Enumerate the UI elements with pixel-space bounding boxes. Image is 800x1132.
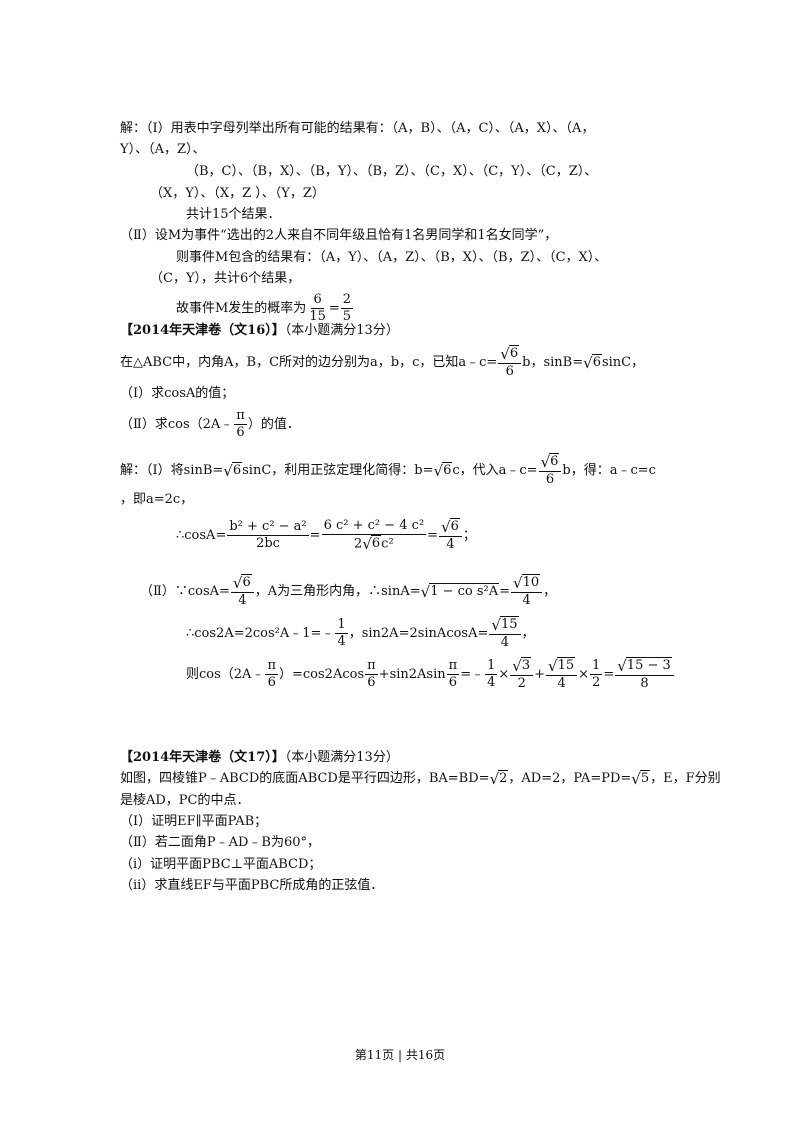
p17-question1: （Ⅰ）证明EF∥平面PAB； [120,814,268,829]
sol1-line7: 则事件M包含的结果有：（A，Y）、（A，Z）、（B，X）、（B，Z）、（C，X）… [176,250,608,265]
p17-question2: （Ⅱ）若二面角P﹣AD﹣B为60°， [120,835,320,850]
sol1-line3: （B，C）、（B，X）、（B，Y）、（B，Z）、（C，X）、（C，Y）、（C，Z… [186,164,598,179]
sol1-line4: （X，Y）、（X，Z ）、（Y，Z） [150,186,325,201]
p17-header: 【2014年天津卷（文17）】（本小题满分13分） [120,749,399,767]
sol1-line1: 解：（Ⅰ）用表中字母列举出所有可能的结果有：（A，B）、（A，C）、（A，X）、… [120,121,595,136]
p17-title: 【2014年天津卷（文17）】 [120,750,285,765]
p16-header: 【2014年天津卷（文16）】（本小题满分13分） [120,322,399,340]
p16-question1: （Ⅰ）求cosA的值； [120,386,235,401]
p16-score: （本小题满分13分） [284,323,399,338]
p17-statement-line1: 如图，四棱锥P﹣ABCD的底面ABCD是平行四边形，BA=BD=√2，AD=2，… [120,770,721,788]
sol16-line2: ，即a=2c， [120,492,194,507]
p17-question2ii: （ii）求直线EF与平面PBC所成角的正弦值． [120,878,384,893]
page-footer: 第11页 | 共16页 [354,1048,446,1062]
p16-title: 【2014年天津卷（文16）】 [120,323,285,338]
sol1-line2: Y）、（A，Z）、 [120,142,206,157]
sol1-line6: （Ⅱ）设M为事件“选出的2人来自不同年级且恰有1名男同学和1名女同学”， [120,228,558,243]
p17-statement-line2: 是棱AD，PC的中点． [120,793,250,808]
p17-question2i: （i）证明平面PBC⊥平面ABCD； [120,857,322,872]
sol1-line8: （C，Y），共计6个结果， [150,271,301,286]
sol1-line5: 共计15个结果． [186,207,281,222]
sqrt6: √6 [583,353,602,372]
prob-text: 故事件M发生的概率为 [176,300,307,316]
p17-score: （本小题满分13分） [284,750,399,765]
